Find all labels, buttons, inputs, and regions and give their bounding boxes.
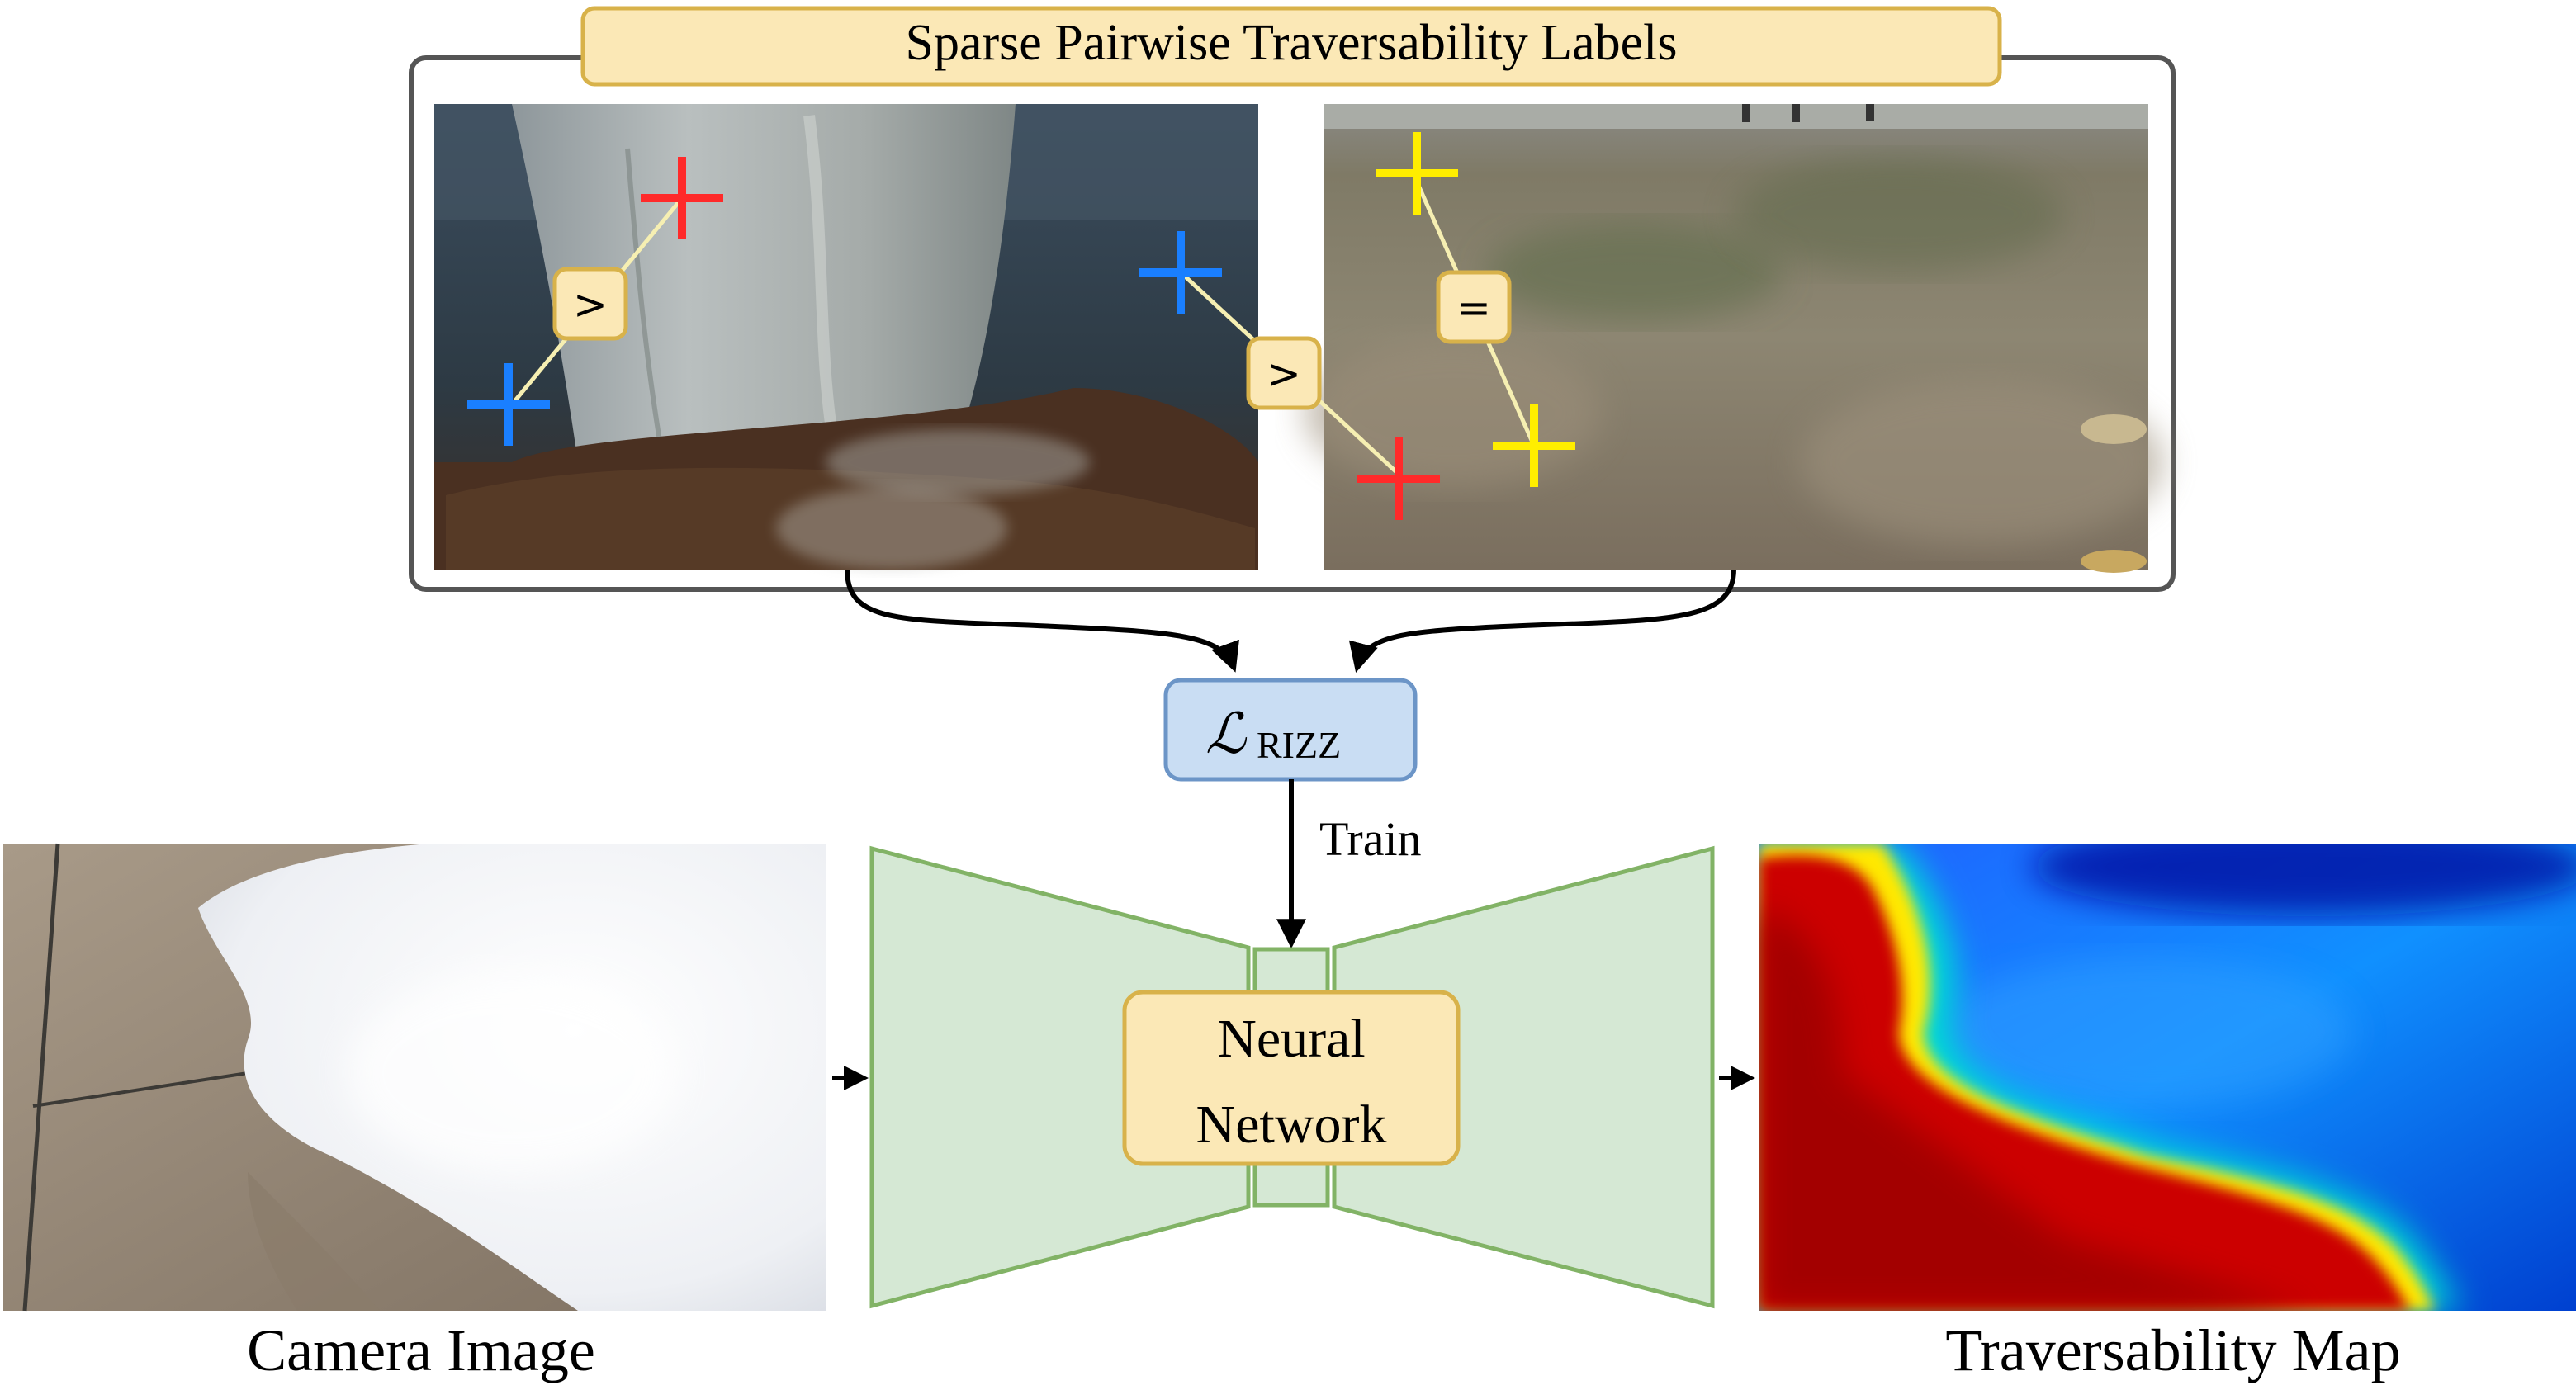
network-label-box bbox=[1122, 990, 1461, 1166]
arrow-right-to-loss bbox=[1348, 569, 1736, 673]
grass-photo bbox=[1305, 104, 2163, 573]
blue-plus-icon bbox=[467, 363, 550, 446]
svg-text:=: = bbox=[1456, 284, 1491, 332]
network-label-line2: Network bbox=[1196, 1095, 1387, 1155]
yellow-plus-icon bbox=[1493, 404, 1575, 487]
svg-text:>: > bbox=[1267, 350, 1301, 398]
network-label-line1: Neural bbox=[1217, 1009, 1366, 1069]
camera-image bbox=[3, 843, 826, 1312]
camera-image-caption: Camera Image bbox=[247, 1317, 595, 1383]
yellow-plus-icon bbox=[1376, 132, 1458, 215]
traversability-map bbox=[1759, 844, 2576, 1311]
arrow-left-to-loss bbox=[845, 569, 1239, 673]
traversability-map-caption: Traversability Map bbox=[1945, 1317, 2400, 1383]
red-plus-icon bbox=[1357, 437, 1440, 520]
comparison-badge: > bbox=[1246, 336, 1322, 410]
loss-symbol: ℒ bbox=[1205, 702, 1248, 765]
red-plus-icon bbox=[641, 157, 723, 239]
train-label: Train bbox=[1319, 812, 1422, 866]
comparison-badge: > bbox=[552, 267, 628, 341]
loss-subscript: RIZZ bbox=[1257, 724, 1341, 766]
panel-title: Sparse Pairwise Traversability Labels bbox=[905, 15, 1677, 71]
label-markers bbox=[467, 132, 1575, 520]
pillar-photo bbox=[434, 104, 1258, 570]
comparison-badge: = bbox=[1436, 270, 1512, 344]
blue-plus-icon bbox=[1139, 231, 1222, 314]
neural-network-shape bbox=[869, 845, 1715, 1309]
svg-text:>: > bbox=[573, 281, 608, 329]
title-box bbox=[580, 6, 2002, 87]
